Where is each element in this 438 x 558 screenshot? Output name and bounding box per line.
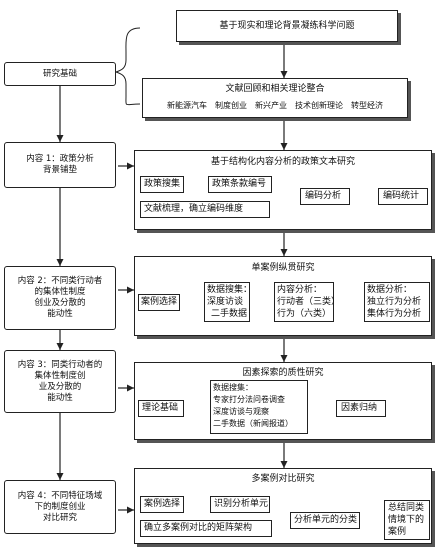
content-3-line-4: 能动性	[47, 392, 73, 403]
qualitative-data-box: 数据搜集： 专家打分法问卷调查 深度访谈与观察 二手数据（新闻报道）	[210, 380, 308, 434]
multi-case-selection-label: 案例选择	[144, 499, 181, 509]
content-1-line-1: 内容 1：政策分析	[26, 154, 94, 164]
research-basis-brace	[114, 27, 141, 106]
coding-analysis-box: 编码分析	[300, 188, 350, 205]
content-analysis-line-1: 内容分析：	[277, 285, 323, 295]
factor-induction-box: 因素归纳	[336, 400, 386, 417]
multi-case-selection-box: 案例选择	[140, 496, 184, 513]
literature-review-title: 文献回顾和相关理论整合	[225, 84, 325, 94]
data-analysis-line-2: 独立行为分析	[367, 297, 422, 307]
unit-classification-box: 分析单元的分类	[290, 512, 360, 529]
case-summary-line-2: 情境下的	[388, 515, 425, 525]
data-analysis-line-3: 集体行为分析	[367, 309, 422, 319]
content-2-box: 内容 2：不同类行动者 的集体性制度 创业及分散的 能动性	[4, 266, 116, 330]
data-collection-line-2: 深度访谈	[207, 297, 244, 307]
content-analysis-line-3: 行为（六类）	[277, 309, 332, 319]
factor-induction-label: 因素归纳	[341, 403, 378, 413]
single-case-section-title: 单案例纵贯研究	[251, 263, 315, 273]
policy-code-label: 政策条款编号	[212, 179, 267, 189]
case-summary-line-1: 总结同类	[388, 503, 425, 513]
qualitative-data-line-4: 二手数据（新闻报道）	[213, 419, 293, 428]
content-4-line-2: 下的制度创业	[34, 501, 86, 512]
matrix-framework-label: 确立多案例对比的矩阵架构	[144, 523, 253, 533]
policy-collect-label: 政策搜集	[144, 179, 181, 189]
identify-unit-box: 识别分析单元	[210, 496, 270, 513]
content-2-line-3: 创业及分散的	[34, 298, 86, 308]
policy-collect-box: 政策搜集	[140, 176, 184, 193]
content-3-box: 内容 3：同类行动者的 集体性制度创 业及分散的 能动性	[4, 350, 116, 413]
data-collection-box: 数据搜集： 深度访谈 二手数据	[204, 282, 253, 322]
qualitative-data-line-1: 数据搜集：	[213, 383, 253, 392]
research-basis-box: 研究基础	[4, 62, 116, 86]
literature-coding-label: 文献梳理，确立编码维度	[144, 204, 244, 214]
content-2-line-4: 能动性	[47, 309, 73, 319]
content-3-line-3: 业及分散的	[38, 381, 82, 392]
data-collection-line-3: 二手数据	[211, 309, 248, 319]
matrix-framework-box: 确立多案例对比的矩阵架构	[140, 520, 272, 537]
content-4-line-3: 对比研究	[42, 512, 77, 523]
research-basis-label: 研究基础	[42, 68, 77, 79]
research-question-text: 基于现实和理论背景凝练科学问题	[219, 21, 355, 31]
coding-statistics-label: 编码统计	[383, 191, 420, 201]
identify-unit-label: 识别分析单元	[214, 499, 269, 509]
content-3-line-2: 集体性制度创	[34, 370, 86, 381]
content-analysis-line-2: 行动者（三类）	[277, 297, 341, 307]
data-collection-line-1: 数据搜集：	[207, 285, 253, 295]
content-2-line-2: 的集体性制度	[34, 287, 86, 297]
coding-statistics-box: 编码统计	[378, 188, 428, 205]
case-summary-line-3: 案例	[388, 527, 407, 537]
content-1-box: 内容 1：政策分析 背景铺垫	[4, 142, 116, 188]
coding-analysis-label: 编码分析	[305, 191, 342, 201]
data-analysis-line-1: 数据分析：	[367, 285, 413, 295]
case-summary-box: 总结同类 情境下的 案例	[384, 500, 430, 540]
qualitative-section-title: 因素探索的质性研究	[242, 368, 324, 378]
content-analysis-box: 内容分析： 行动者（三类） 行为（六类）	[274, 282, 340, 322]
data-analysis-box: 数据分析： 独立行为分析 集体行为分析	[364, 282, 430, 322]
content-3-line-1: 内容 3：同类行动者的	[17, 359, 103, 370]
theory-basis-box: 理论基础	[138, 400, 184, 417]
case-selection-label: 案例选择	[141, 297, 178, 307]
content-4-box: 内容 4：不同特征场域 下的制度创业 对比研究	[4, 480, 116, 534]
policy-section-title: 基于结构化内容分析的政策文本研究	[210, 157, 355, 167]
multi-case-section-title: 多案例对比研究	[251, 474, 315, 484]
case-selection-box: 案例选择	[138, 294, 180, 311]
qualitative-data-line-3: 深度访谈与观察	[213, 407, 269, 416]
policy-code-box: 政策条款编号	[208, 176, 272, 193]
content-2-line-1: 内容 2：不同类行动者	[17, 276, 103, 286]
content-1-line-2: 背景铺垫	[42, 165, 77, 175]
literature-review-items: 新能源汽车 制度创业 新兴产业 技术创新理论 转型经济	[167, 101, 383, 110]
research-question-box: 基于现实和理论背景凝练科学问题	[176, 10, 398, 42]
literature-review-box: 文献回顾和相关理论整合 新能源汽车 制度创业 新兴产业 技术创新理论 转型经济	[142, 78, 408, 118]
qualitative-data-line-2: 专家打分法问卷调查	[213, 395, 285, 404]
unit-classification-label: 分析单元的分类	[294, 515, 358, 525]
literature-coding-box: 文献梳理，确立编码维度	[140, 201, 270, 218]
content-4-line-1: 内容 4：不同特征场域	[17, 490, 103, 501]
theory-basis-label: 理论基础	[142, 403, 179, 413]
